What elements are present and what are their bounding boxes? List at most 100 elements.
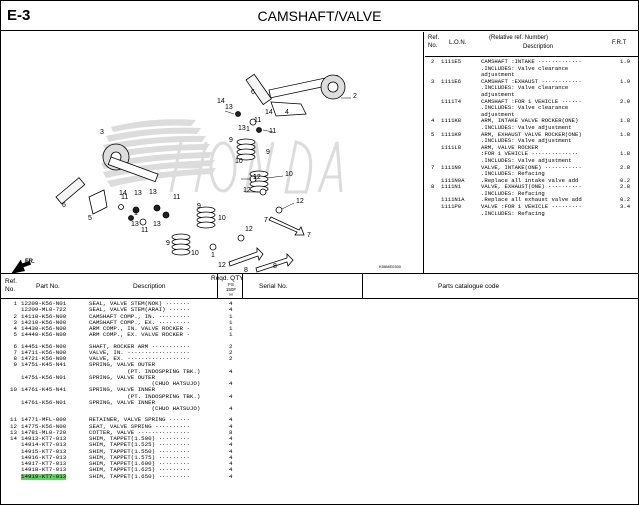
part-number: 14775-K56-N00: [21, 422, 67, 430]
labor-description: VALVE, INTAKE(ONE) ···········: [481, 163, 582, 171]
part-description: SHIM, TAPPET(1.550) ·········: [89, 447, 190, 455]
page-header: E-3 CAMSHAFT/VALVE: [1, 1, 638, 31]
frt-value: 2.0: [620, 97, 631, 105]
ref-no: 1: [13, 300, 17, 307]
qty-value: 1: [229, 318, 233, 326]
ref-no: 12: [10, 422, 17, 430]
qty-value: 2: [229, 348, 233, 356]
labor-description: CAMSHAFT :INTAKE ·············: [481, 58, 582, 65]
lon-code: 1111T4: [441, 97, 462, 105]
model-header: 150F: [225, 287, 237, 292]
callout-3: 3: [100, 129, 104, 136]
callout-13: 13: [238, 125, 246, 132]
part-description: (PT. INDOSPRING TBK.): [89, 392, 201, 400]
callout-10: 10: [235, 158, 243, 165]
callout-9: 9: [197, 203, 201, 210]
callout-8: 8: [244, 267, 248, 273]
callout-1: 1: [246, 126, 250, 133]
labor-description: .INCLUDES: Valve clearance: [481, 84, 569, 92]
callout-13: 13: [149, 189, 157, 196]
labor-description: adjustment: [481, 110, 515, 118]
labor-description: .INCLUDES: Refacing: [481, 209, 545, 217]
parts-row[interactable]: (CHUO HATSUJO) 4: [1, 405, 638, 412]
labor-ref-row: .INCLUDES: Refacing: [425, 170, 638, 178]
callout-11: 11: [254, 117, 261, 124]
part-description: SPRING, VALVE INNER: [89, 386, 156, 394]
qty-value: 4: [229, 416, 233, 424]
part-description: CAMSHAFT COMP., EX. ·········: [89, 318, 190, 326]
labor-ref-row: adjustment: [425, 90, 638, 99]
part-number: 14721-K56-N00: [21, 355, 67, 362]
labor-ref-row: .INCLUDES: Refacing: [425, 190, 638, 198]
parts-row[interactable]: (PT. INDOSPRING TBK.)4: [1, 368, 638, 375]
part-description: SHIM, TAPPET(1.600) ·········: [89, 460, 190, 467]
callout-labels: 1234566778899991010101011111111111212121…: [62, 89, 357, 273]
page-title: CAMSHAFT/VALVE: [257, 8, 382, 24]
h-header: H: [229, 292, 233, 297]
part-description: (CHUO HATSUJO): [89, 405, 201, 412]
lon-code: 1111N0A: [441, 176, 465, 184]
part-description: COTTER, VALVE ···············: [89, 428, 190, 436]
ref-no: 5: [431, 130, 435, 138]
parts-row[interactable]: (CHUO HATSUJO)4: [1, 380, 638, 387]
lon-code: 1111K8: [441, 117, 462, 125]
labor-ref-row: .INCLUDES: Valve adjustment: [425, 157, 638, 165]
part-number: 14430-K56-N00: [21, 325, 67, 332]
lon-code: 1111N1: [441, 183, 462, 191]
honda-wing-watermark: [101, 119, 216, 187]
labor-description: ARM, INTAKE VALVE ROCKER(ONE): [481, 117, 579, 125]
qty-value: 8: [229, 428, 233, 436]
parts-row[interactable]: (PT. INDOSPRING TBK.)4: [1, 392, 638, 400]
callout-12: 12: [245, 226, 253, 233]
frt-value: 1.9: [620, 58, 631, 65]
labor-ref-row: .INCLUDES: Valve adjustment: [425, 124, 638, 132]
labor-description: :FOR 1 VEHICLE ··············: [481, 150, 579, 158]
part-description: SHIM, TAPPET(1.575) ·········: [89, 453, 190, 461]
callout-7: 7: [264, 217, 268, 224]
qty-value: 4: [229, 405, 233, 412]
part-number: 14761-K45-N41: [21, 386, 67, 394]
labor-description: adjustment: [481, 90, 515, 98]
qty-value: 1: [229, 312, 233, 320]
part-description: VALVE, EX. ··················: [89, 355, 190, 362]
lon-code: 1111L8: [441, 143, 462, 151]
relative-ref-label: (Relative ref. Number): [489, 35, 549, 41]
qty-value: 4: [229, 435, 233, 442]
frt-value: 0.2: [620, 176, 631, 184]
ref-no: 8: [431, 183, 435, 191]
callout-12: 12: [296, 198, 304, 205]
callout-14: 14: [119, 190, 127, 197]
part-number: 14914-KT7-013: [21, 441, 67, 449]
frt-value: 1.8: [620, 130, 631, 138]
catalogue-code-header: Parts catalogue code: [438, 283, 500, 290]
qty-value: 4: [229, 422, 233, 430]
